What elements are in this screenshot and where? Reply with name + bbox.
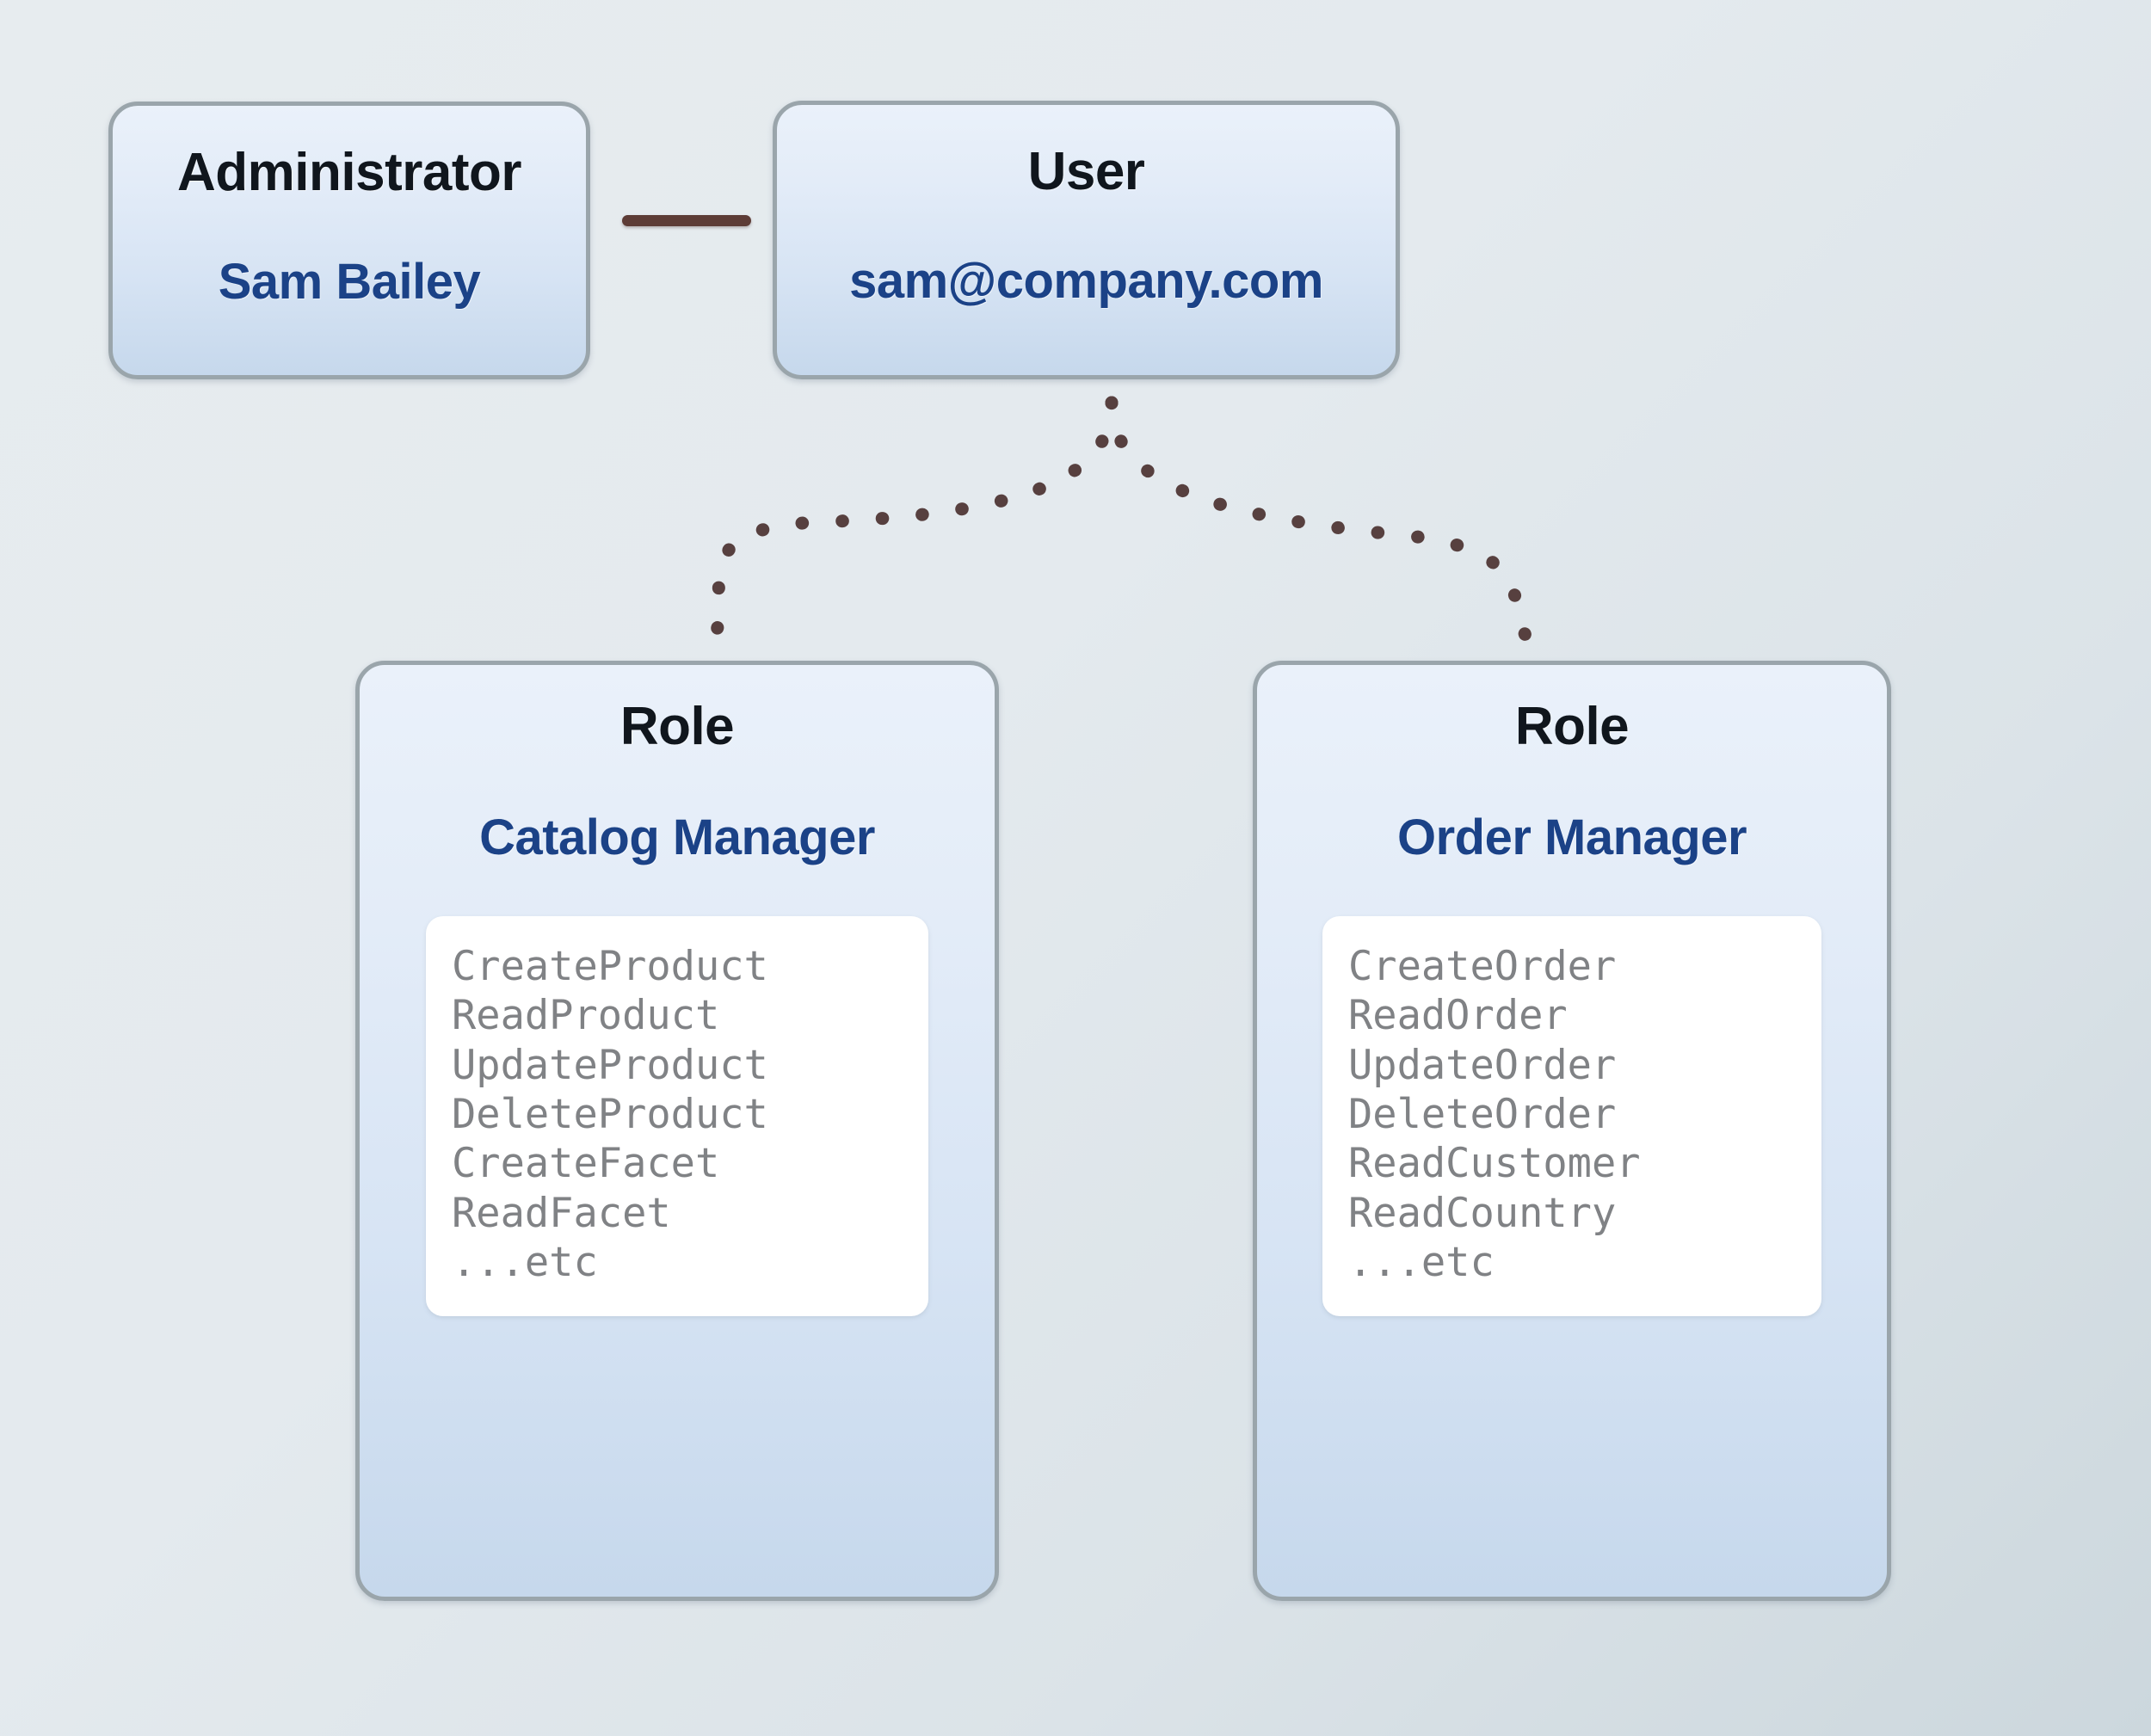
node-role-order-manager-type-label: Role — [1514, 697, 1630, 756]
permission-item: UpdateProduct — [452, 1041, 768, 1089]
node-role-order-manager[interactable]: Role Order Manager CreateOrder ReadOrder… — [1253, 661, 1891, 1601]
permission-list-catalog-manager: CreateProduct ReadProduct UpdateProduct … — [426, 916, 928, 1317]
permission-item: ...etc — [452, 1238, 598, 1286]
node-user[interactable]: User sam@company.com — [773, 101, 1400, 379]
permission-item: ReadCountry — [1348, 1189, 1617, 1237]
permission-item: DeleteProduct — [452, 1090, 768, 1138]
node-administrator-type-label: Administrator — [177, 143, 521, 202]
node-administrator[interactable]: Administrator Sam Bailey — [108, 102, 590, 379]
permission-item: UpdateOrder — [1348, 1041, 1617, 1089]
permission-item: CreateFacet — [452, 1140, 720, 1188]
permission-item: CreateProduct — [452, 943, 768, 990]
permission-item: ...etc — [1348, 1238, 1495, 1286]
permission-item: CreateOrder — [1348, 943, 1617, 990]
permission-list-order-manager: CreateOrder ReadOrder UpdateOrder Delete… — [1322, 916, 1821, 1317]
node-role-catalog-manager-value-label: Catalog Manager — [479, 810, 875, 865]
node-user-value-label: sam@company.com — [849, 253, 1323, 309]
permission-item: ReadOrder — [1348, 992, 1568, 1040]
edge-user-to-order-manager — [1105, 396, 1537, 650]
node-role-catalog-manager[interactable]: Role Catalog Manager CreateProduct ReadP… — [355, 661, 999, 1601]
permission-item: ReadProduct — [452, 992, 720, 1040]
node-administrator-value-label: Sam Bailey — [218, 254, 481, 310]
node-role-order-manager-value-label: Order Manager — [1396, 810, 1747, 865]
permission-item: DeleteOrder — [1348, 1090, 1617, 1138]
permission-item: ReadCustomer — [1348, 1140, 1641, 1188]
edge-administrator-to-user — [622, 215, 751, 226]
node-user-type-label: User — [1027, 142, 1145, 201]
edge-user-to-catalog-manager — [704, 396, 1119, 650]
permission-item: ReadFacet — [452, 1189, 671, 1237]
node-role-catalog-manager-type-label: Role — [619, 697, 735, 756]
